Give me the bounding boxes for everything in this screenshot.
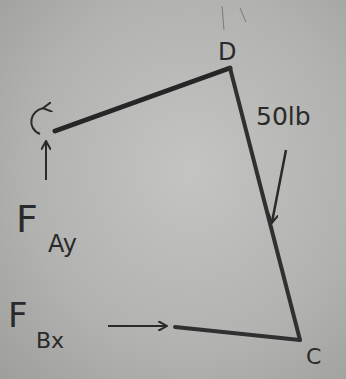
force-arrow xyxy=(45,142,47,180)
force-subscript: Bx xyxy=(36,330,64,352)
joint-label: C xyxy=(306,346,321,368)
force-label: F xyxy=(8,298,28,332)
force-subscript: Ay xyxy=(48,232,77,256)
member-bc xyxy=(175,327,300,340)
joint-label: D xyxy=(218,40,236,64)
member-ad xyxy=(55,68,230,131)
force-arrow xyxy=(108,325,166,327)
load-arrow xyxy=(272,150,286,222)
force-label: F xyxy=(16,200,38,238)
load-label: 50lb xyxy=(256,104,311,129)
moment-arrow xyxy=(31,108,44,134)
sketch-marks xyxy=(222,6,246,30)
